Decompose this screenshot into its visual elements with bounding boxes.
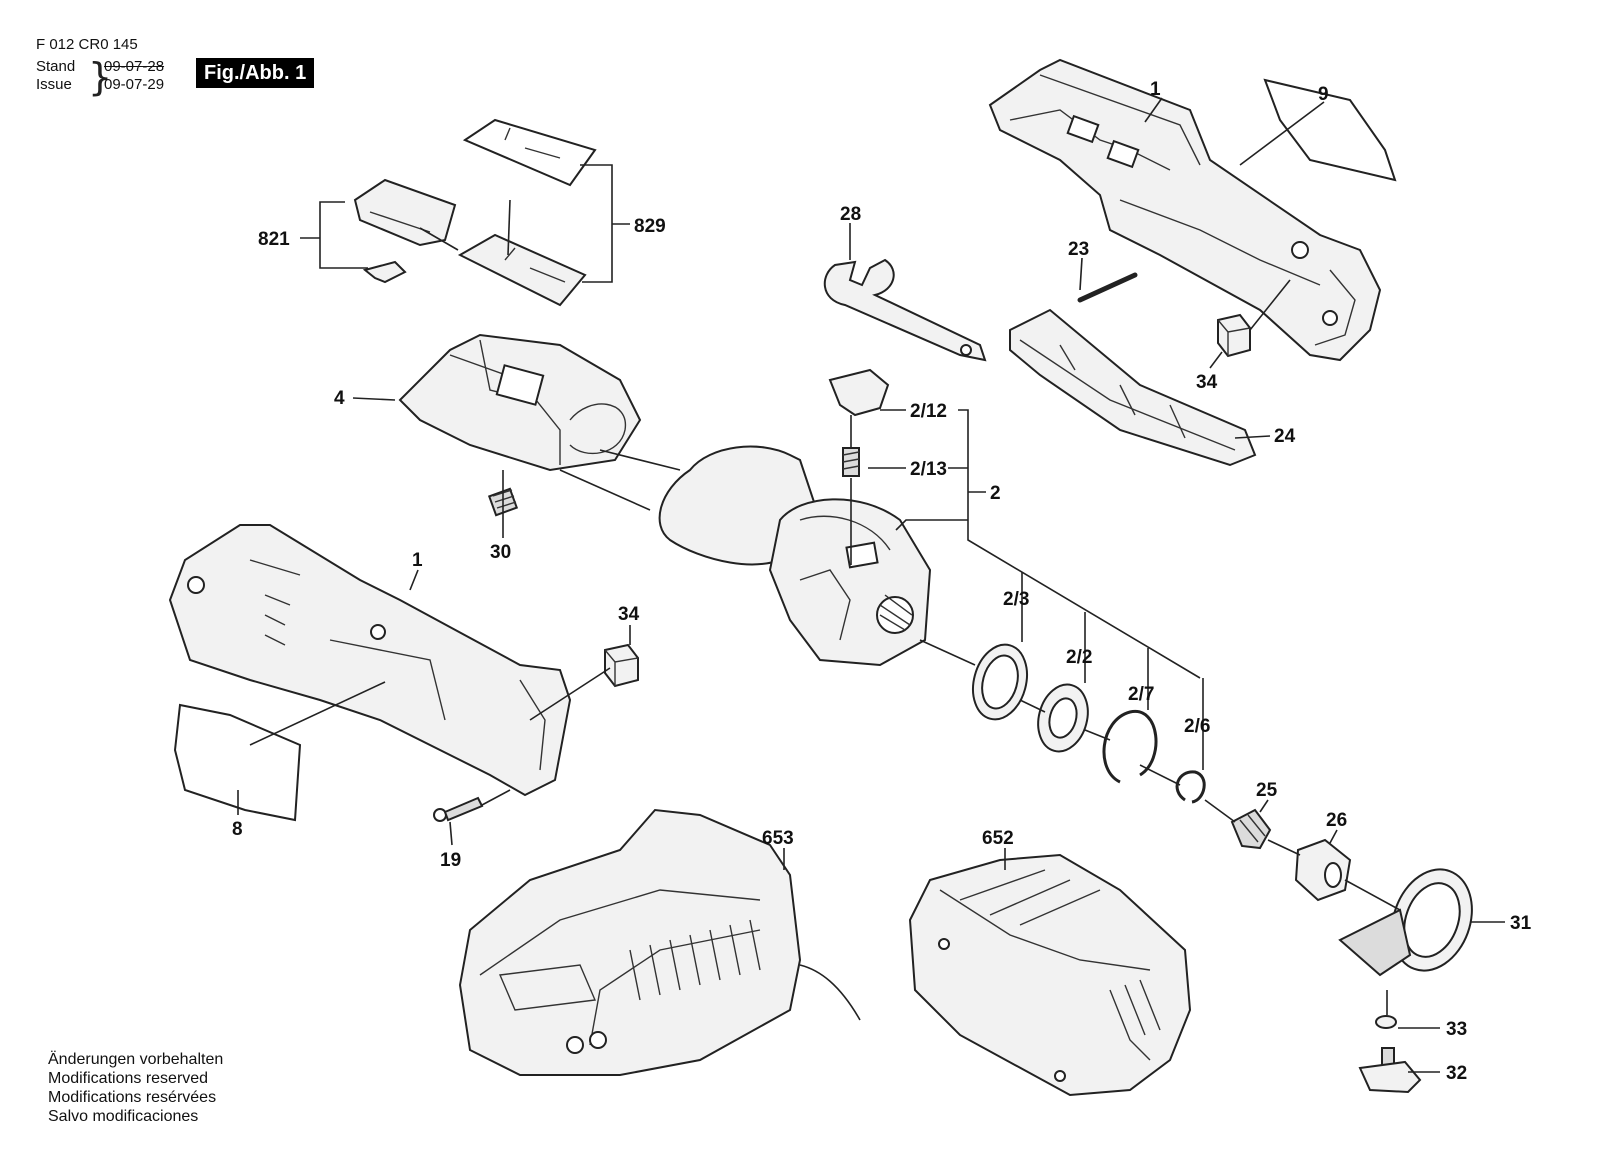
stand-date: 09-07-28 [104, 58, 165, 75]
part-label-2-7: 2/7 [1128, 684, 1154, 705]
switch-cap [353, 178, 457, 247]
circlip-small [1175, 770, 1206, 804]
part-label-33: 33 [1446, 1019, 1467, 1040]
part-label-4: 4 [334, 388, 345, 409]
stand-label: Stand [36, 58, 76, 75]
battery-pack [908, 853, 1192, 1097]
part-label-829: 829 [634, 216, 666, 237]
note-de: Änderungen vorbehalten [48, 1051, 224, 1068]
note-fr: Modifications resérvées [48, 1089, 217, 1106]
circlip-large [1102, 710, 1158, 784]
part-label-31: 31 [1510, 913, 1532, 934]
depth-guide [1338, 868, 1473, 977]
part-label-8: 8 [232, 819, 243, 840]
part-label-19: 19 [440, 850, 461, 871]
collet [1230, 808, 1272, 850]
part-label-2-12: 2/12 [910, 401, 947, 422]
part-label-1-left: 1 [412, 550, 423, 571]
note-en: Modifications reserved [48, 1070, 209, 1087]
thumb-screw [1358, 1047, 1422, 1094]
part-label-653: 653 [762, 828, 794, 849]
part-label-28: 28 [840, 204, 861, 225]
switch-board [457, 233, 587, 307]
part-label-2-3: 2/3 [1003, 589, 1029, 610]
ball-bearing [1037, 683, 1089, 753]
leader-lines [237, 97, 1505, 1073]
part-labels: 1 9 28 23 34 24 821 829 4 30 2/12 2/13 2… [232, 79, 1532, 1084]
washer [1375, 1015, 1397, 1029]
membrane-label [462, 118, 597, 187]
battery-charger [458, 808, 861, 1076]
part-label-652: 652 [982, 828, 1014, 849]
screw-19 [433, 796, 484, 822]
part-label-34-left: 34 [618, 604, 640, 625]
rubber-block-top [1217, 313, 1251, 358]
part-label-2-2: 2/2 [1066, 647, 1092, 668]
part-label-23: 23 [1068, 239, 1089, 260]
part-label-1-top: 1 [1150, 79, 1161, 100]
issue-label: Issue [36, 76, 72, 93]
part-label-2-13: 2/13 [910, 459, 947, 480]
part-label-34-top: 34 [1196, 372, 1218, 393]
bearing-sleeve [972, 643, 1028, 721]
collet-nut [1294, 838, 1352, 902]
issue-date: 09-07-29 [104, 76, 165, 93]
part-label-26: 26 [1326, 810, 1347, 831]
part-label-2: 2 [990, 483, 1001, 504]
label-sticker-left [173, 703, 302, 822]
housing-half-left [168, 524, 572, 797]
button-cap [828, 368, 890, 417]
rubber-block-left [604, 643, 639, 688]
part-label-2-6: 2/6 [1184, 716, 1210, 737]
part-label-821: 821 [258, 229, 290, 250]
pin [1077, 272, 1138, 303]
housing-half-top [988, 58, 1382, 362]
figure-label: Fig./Abb. 1 [196, 58, 315, 88]
part-label-25: 25 [1256, 780, 1278, 801]
part-label-9: 9 [1318, 84, 1329, 105]
part-label-32: 32 [1446, 1063, 1467, 1084]
part-label-30: 30 [490, 542, 511, 563]
spring-2-13 [842, 447, 860, 477]
damper-bar [1009, 308, 1257, 467]
part-label-24: 24 [1274, 426, 1296, 447]
modification-notes: Änderungen vorbehalten Modifications res… [48, 1050, 223, 1126]
electronic-switch-module [398, 333, 642, 472]
switch-clip [362, 260, 407, 284]
document-number: F 012 CR0 145 [36, 36, 138, 53]
motor-assembly [658, 445, 932, 667]
note-es: Salvo modificaciones [48, 1108, 199, 1125]
wrench [823, 258, 987, 362]
brace-icon: } [88, 55, 113, 99]
label-sticker-top [1263, 78, 1397, 182]
